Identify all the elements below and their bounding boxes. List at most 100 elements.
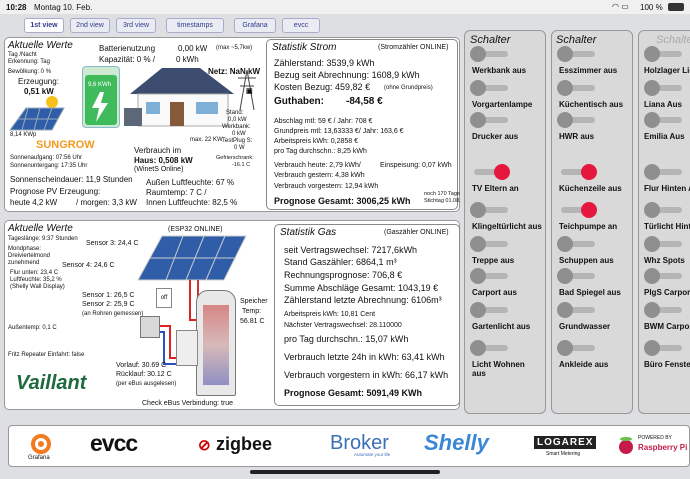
stat-strom-card	[266, 39, 458, 210]
tab-3rd-view[interactable]: 3rd view	[116, 18, 156, 33]
schalter1-label-6: Carport aus	[472, 288, 517, 297]
schalter3-toggle-3[interactable]	[644, 164, 684, 180]
werkbank-value: 0 kW	[232, 131, 246, 137]
schalter3-toggle-6[interactable]	[644, 268, 684, 284]
stromzaehler-status: (Stromzähler ONLINE)	[378, 44, 449, 51]
battery-icon	[668, 3, 684, 11]
tab-2nd-view[interactable]: 2nd view	[70, 18, 110, 33]
batterie-max: (max ~5,7kw)	[216, 45, 253, 51]
schalter3-toggle-2[interactable]	[644, 112, 684, 128]
schalter3-label-8: Büro Fenster	[644, 360, 690, 369]
rohr-hinweis: (an Rohren gemessen)	[82, 311, 144, 317]
schalter2-toggle-6[interactable]	[557, 268, 597, 284]
schalter3-toggle-1[interactable]	[644, 80, 684, 96]
home-indicator[interactable]	[250, 470, 440, 474]
schalter2-toggle-2[interactable]	[557, 112, 597, 128]
schalter1-toggle-1[interactable]	[470, 80, 510, 96]
schalter2-toggle-4[interactable]	[557, 202, 597, 218]
verbrauch-vorgestern: Verbrauch vorgestern: 12,94 kWh	[274, 183, 379, 190]
verbrauch-label: Verbrauch im	[134, 146, 182, 155]
strom-title: Aktuelle Werte	[8, 40, 73, 51]
schalter1-toggle-0[interactable]	[470, 46, 510, 62]
wallbox-stand-label: Stand:	[226, 110, 244, 116]
status-bar: 10:28 Montag 10. Feb. ◠ ▭ 100 %	[0, 0, 690, 14]
ebus-check: Check eBus Verbindung: true	[142, 400, 234, 407]
prognose-pv: Prognose PV Erzeugung:	[10, 187, 101, 196]
schalter2-toggle-8[interactable]	[557, 340, 597, 356]
schalter-3-title: Schalte	[656, 34, 690, 46]
schalter2-label-0: Esszimmer aus	[559, 66, 618, 75]
vaillant-logo: Vaillant	[16, 372, 87, 394]
grundpreis: Grundpreis mtl: 13,63333 €/ Jahr: 163,6 …	[274, 128, 404, 135]
schalter1-label-4: Klingeltürlicht aus	[472, 222, 542, 231]
max-22kw: max. 22 KW	[190, 137, 223, 143]
guthaben-value: -84,58 €	[346, 96, 383, 107]
schalter2-label-2: HWR aus	[559, 132, 595, 141]
sensor-4: Sensor 4: 24,6 C	[62, 262, 115, 269]
zigbee-icon[interactable]: ⊘	[198, 437, 211, 454]
zigbee-logo[interactable]: zigbee	[216, 434, 273, 454]
logarex-logo[interactable]: LOGAREX	[534, 436, 597, 449]
flur-temp: Flur unten: 23,4 C	[10, 270, 59, 276]
winet-status: (WinetS Online)	[134, 166, 184, 173]
schalter1-toggle-5[interactable]	[470, 236, 510, 252]
mondphase-label: Mondphase:	[8, 246, 42, 252]
grafana-logo[interactable]: Grafana	[28, 455, 50, 461]
gaszaehler-status: (Gaszähler ONLINE)	[384, 229, 449, 236]
schalter3-label-3: Flur Hinten A	[644, 184, 690, 193]
schalter1-toggle-7[interactable]	[470, 302, 510, 318]
mondphase-value: Dreiviertelmond	[8, 253, 51, 259]
gas-pro-tag: pro Tag durchschn.: 15,07 kWh	[284, 334, 409, 344]
schalter3-toggle-0[interactable]	[644, 46, 684, 62]
fritz-repeater: Fritz Repeater Einfahrt: false	[8, 352, 85, 358]
schalter2-toggle-3[interactable]	[557, 164, 597, 180]
schalter2-toggle-1[interactable]	[557, 80, 597, 96]
schalter3-toggle-7[interactable]	[644, 302, 684, 318]
schalter3-label-2: Emilia Aus	[644, 132, 685, 141]
schalter1-label-3: TV Eltern an	[472, 184, 519, 193]
tab-grafana[interactable]: Grafana	[234, 18, 276, 33]
verbrauch-gestern: Verbrauch gestern: 4,38 kWh	[274, 172, 365, 179]
erzeugung-value: 0,51 kW	[24, 87, 54, 96]
evcc-logo[interactable]: evcc	[90, 430, 138, 456]
schalter1-toggle-3[interactable]	[470, 164, 510, 180]
schalter3-toggle-4[interactable]	[644, 202, 684, 218]
schalter2-toggle-7[interactable]	[557, 302, 597, 318]
summe-abschlaege: Summe Abschläge Gesamt: 1043,19 €	[284, 283, 439, 293]
schalter3-toggle-5[interactable]	[644, 236, 684, 252]
raspberry-pi-icon	[619, 437, 633, 454]
verbrauch-value: Haus: 0,508 kW	[134, 156, 193, 165]
aussentemp: Außentemp: 0,1 C	[8, 325, 57, 331]
schalter2-toggle-5[interactable]	[557, 236, 597, 252]
tab-timestamps[interactable]: timestamps	[166, 18, 224, 33]
broker-logo[interactable]: Broker	[330, 432, 389, 454]
tab-evcc[interactable]: evcc	[282, 18, 320, 33]
testplug-value: 0 W	[234, 145, 245, 151]
grafana-icon[interactable]	[30, 433, 52, 455]
prognose-gesamt-strom: Prognose Gesamt: 3006,25 kWh	[274, 196, 411, 206]
sonnenaufgang: Sonnenaufgang: 07:56 Uhr	[10, 155, 83, 161]
schalter1-toggle-2[interactable]	[470, 112, 510, 128]
testplug-label: TestPlug S:	[222, 138, 253, 144]
schalter1-toggle-4[interactable]	[470, 202, 510, 218]
schalter1-toggle-8[interactable]	[470, 340, 510, 356]
house-icon	[124, 68, 234, 127]
tab-1st-view[interactable]: 1st view	[24, 18, 64, 33]
solar-panel-icon	[9, 96, 65, 131]
schalter1-label-8: Licht Wohnen aus	[472, 360, 525, 378]
shelly-logo[interactable]: Shelly	[424, 430, 489, 455]
broker-tagline: Automate your life	[354, 452, 391, 457]
lightning-icon	[92, 92, 108, 122]
schalter3-toggle-8[interactable]	[644, 340, 684, 356]
verbrauch-letzte-24h: Verbrauch letzte 24h in kWh: 63,41 kWh	[284, 352, 445, 362]
tag-nacht-label: Tag /Nacht	[8, 52, 37, 58]
raspberry-pi-logo[interactable]: Raspberry Pi	[638, 443, 688, 452]
status-time: 10:28	[6, 3, 27, 12]
schalter2-label-5: Schuppen aus	[559, 256, 614, 265]
sensor-3: Sensor 3: 24,4 C	[86, 240, 139, 247]
schalter2-toggle-0[interactable]	[557, 46, 597, 62]
schalter1-toggle-6[interactable]	[470, 268, 510, 284]
raumtemp: Raumtemp: 7 C /	[146, 188, 207, 197]
power-pylon-icon	[238, 70, 256, 110]
schalter3-label-5: Whz Spots	[644, 256, 685, 265]
